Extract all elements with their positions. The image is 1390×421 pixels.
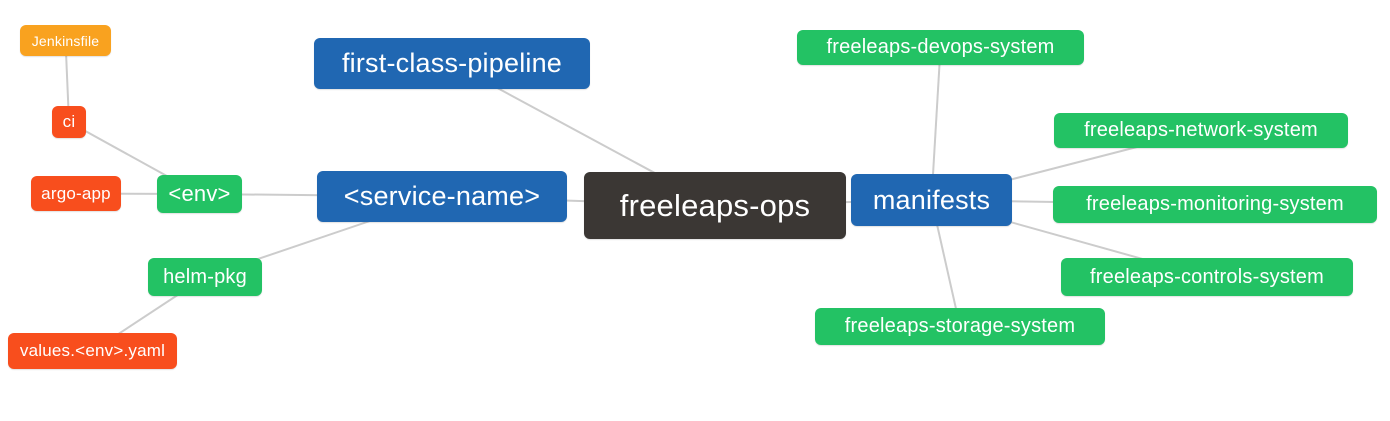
node-helm-pkg[interactable]: helm-pkg	[148, 258, 262, 296]
node-freeleaps-ops[interactable]: freeleaps-ops	[584, 172, 846, 239]
node-manifests[interactable]: manifests	[851, 174, 1012, 226]
node-argo-app[interactable]: argo-app	[31, 176, 121, 211]
node-freeleaps-controls-system[interactable]: freeleaps-controls-system	[1061, 258, 1353, 296]
node-service-name[interactable]: <service-name>	[317, 171, 567, 222]
node-ci[interactable]: ci	[52, 106, 86, 138]
node-freeleaps-network-system[interactable]: freeleaps-network-system	[1054, 113, 1348, 148]
node-env[interactable]: <env>	[157, 175, 242, 213]
node-freeleaps-monitoring-system[interactable]: freeleaps-monitoring-system	[1053, 186, 1377, 223]
node-freeleaps-storage-system[interactable]: freeleaps-storage-system	[815, 308, 1105, 345]
node-values-env-yaml[interactable]: values.<env>.yaml	[8, 333, 177, 369]
node-first-class-pipeline[interactable]: first-class-pipeline	[314, 38, 590, 89]
node-jenkinsfile[interactable]: Jenkinsfile	[20, 25, 111, 56]
node-freeleaps-devops-system[interactable]: freeleaps-devops-system	[797, 30, 1084, 65]
